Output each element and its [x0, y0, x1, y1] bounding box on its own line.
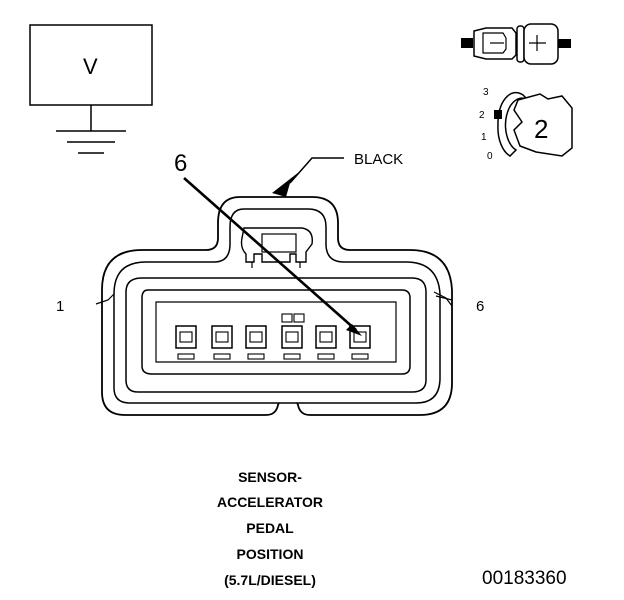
- scale-label-2: 2: [479, 110, 485, 121]
- pin-callout-label: 6: [174, 150, 188, 177]
- scale-label-1: 1: [481, 132, 487, 143]
- selector-dial-icon: [494, 91, 573, 157]
- terminal-cavity-1: [175, 325, 197, 360]
- figure-number: 00183360: [482, 568, 567, 589]
- scale-label-0: 0: [487, 151, 493, 162]
- pin-six-arrow-icon: [346, 324, 362, 336]
- terminal-cavity-2: [211, 325, 233, 360]
- voltmeter-symbol: [29, 24, 153, 154]
- selector-pointer-icon: [494, 110, 502, 119]
- wire-color-label: BLACK: [354, 151, 404, 168]
- caption-line-3: PEDAL: [246, 520, 294, 536]
- connector-housing: [95, 196, 453, 416]
- ground-icon: [56, 130, 126, 154]
- selector-value: 2: [534, 114, 549, 144]
- caption-line-2: ACCELERATOR: [216, 494, 324, 510]
- pin-six-leader: [183, 177, 362, 336]
- connector-cavities: [175, 325, 371, 360]
- lock-tab: [240, 227, 313, 268]
- terminal-cavity-5: [315, 325, 337, 360]
- connector-left-end-label: 1: [56, 298, 65, 315]
- terminal-cavity-3: [245, 325, 267, 360]
- caption-line-1: SENSOR-: [238, 469, 302, 485]
- terminal-cavity-4: [281, 325, 303, 360]
- voltmeter-label: V: [83, 54, 98, 79]
- wire-color-arrow-icon: [272, 172, 299, 197]
- back-probe-icon: [461, 23, 571, 65]
- caption-line-4: POSITION: [236, 546, 304, 562]
- wire-color-leader: [272, 157, 344, 197]
- connector-right-end-label: 6: [476, 298, 485, 315]
- voltmeter-box: [29, 24, 153, 106]
- caption-line-5: (5.7L/DIESEL): [224, 572, 316, 588]
- scale-label-3: 3: [483, 87, 489, 98]
